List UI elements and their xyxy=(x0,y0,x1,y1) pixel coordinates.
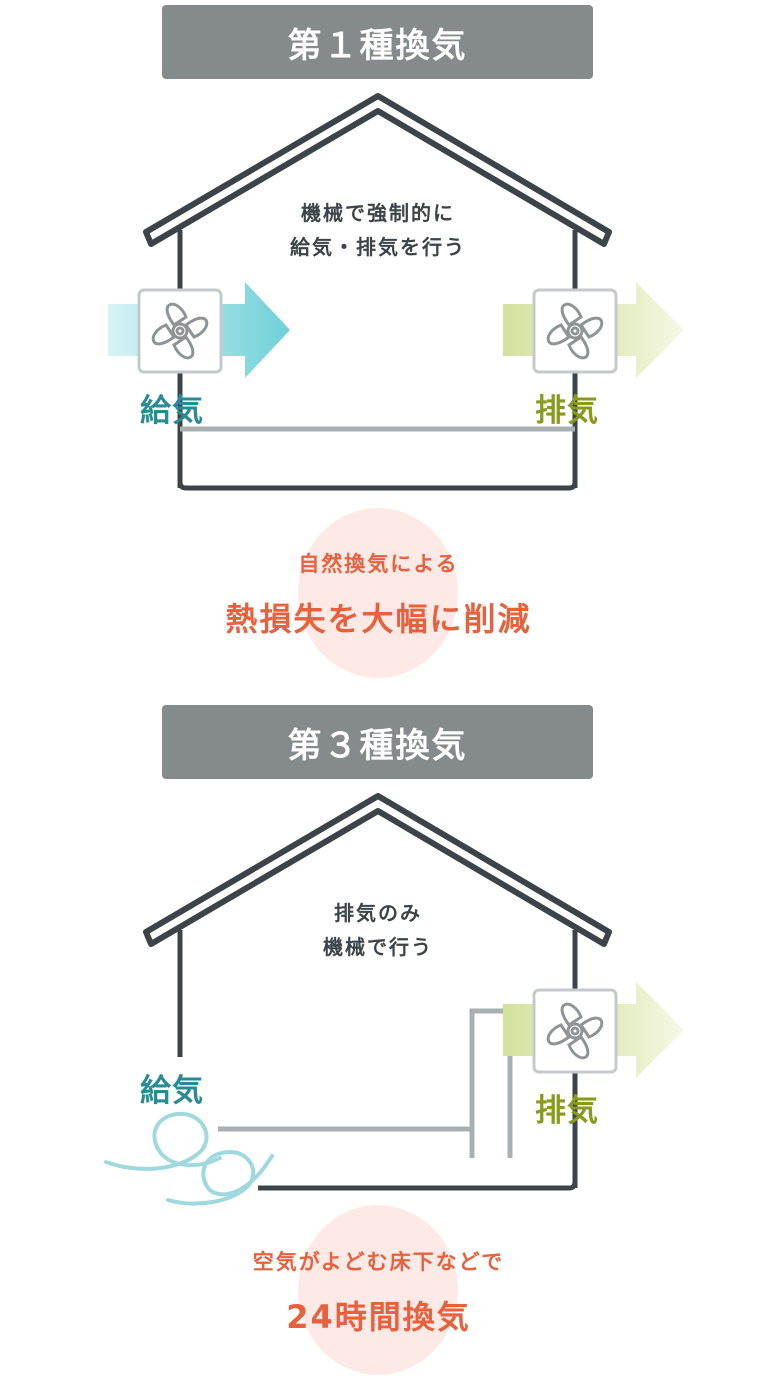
benefit-line-2: 熱損失を大幅に削減 xyxy=(225,600,532,638)
description-line-2: 給気・排気を行う xyxy=(290,235,466,259)
house-description: 機械で強制的に 給気・排気を行う xyxy=(228,196,528,264)
exhaust-arrow xyxy=(612,282,684,378)
benefit-line-1: 自然換気による xyxy=(298,552,459,576)
foundation-outline xyxy=(258,1128,578,1191)
duct-outer xyxy=(469,1008,505,1158)
benefit-line-2: 24時間換気 xyxy=(286,1298,471,1336)
type3-ventilation-section: 第３種換気 排気のみ 機械で行う 給気 排気 空気がよどむ床下などで 24時間換… xyxy=(0,700,757,1386)
section-title-bar: 第３種換気 xyxy=(162,705,593,779)
house-description: 排気のみ 機械で行う xyxy=(228,896,528,964)
roof-line xyxy=(143,793,612,947)
section-title-bar: 第１種換気 xyxy=(162,5,593,79)
exhaust-fan-icon xyxy=(532,988,618,1074)
supply-fan-icon xyxy=(137,288,223,374)
section-title: 第３種換気 xyxy=(287,725,468,766)
description-line-1: 機械で強制的に xyxy=(301,201,455,225)
description-line-2: 機械で行う xyxy=(323,935,433,959)
benefit-line-1: 空気がよどむ床下などで xyxy=(252,1250,505,1274)
benefit-background-circle xyxy=(298,1205,458,1375)
description-line-1: 排気のみ xyxy=(334,901,422,925)
exhaust-fan-icon xyxy=(532,288,618,374)
exhaust-label: 排気 xyxy=(535,1093,599,1129)
benefit-background-circle xyxy=(298,508,458,678)
foundation-outline xyxy=(177,428,578,491)
supply-label: 給気 xyxy=(140,393,204,429)
supply-label: 給気 xyxy=(140,1073,204,1109)
type1-ventilation-section: 第１種換気 機械で強制的に 給気・排気を行う 給気 排気 自然換気による 熱損失… xyxy=(0,0,757,690)
exhaust-arrow xyxy=(612,982,684,1078)
house-diagram xyxy=(104,793,684,1206)
duct-inner xyxy=(507,1042,536,1158)
house-diagram xyxy=(108,93,684,491)
section-title: 第１種換気 xyxy=(287,25,468,66)
air-swirl-icon xyxy=(104,1111,274,1206)
exhaust-label: 排気 xyxy=(535,393,599,429)
